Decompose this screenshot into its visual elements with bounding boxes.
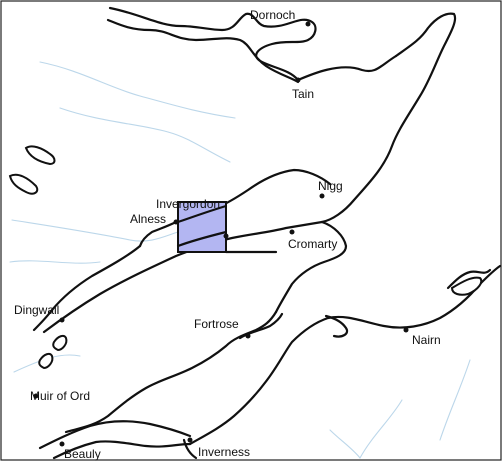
rivers [9,61,471,459]
river [11,219,179,242]
coastline-nairn [446,268,492,290]
loch [8,173,39,195]
coastline-dornoch-firth [108,6,398,82]
river [9,260,101,264]
label-inverness: Inverness [198,445,250,459]
coastline-highlight-north [176,204,228,224]
coastline-moray-south [188,264,502,446]
town-dot-cromarty[interactable] [289,229,295,235]
town-dot-nairn[interactable] [403,327,409,333]
town-dot-fortrose[interactable] [245,333,251,339]
river [59,107,231,163]
town-dot-invergordon[interactable] [223,233,229,239]
label-fortrose: Fortrose [194,317,239,331]
loch [52,334,68,352]
coastline-beauly-firth [38,420,192,450]
town-dot-dornoch[interactable] [305,21,311,27]
coastline-black-isle-south [64,310,278,434]
town-dot-dingwall[interactable] [59,317,65,323]
coastline-dornoch-south [106,18,300,84]
label-alness: Alness [130,212,166,226]
river [439,359,471,441]
town-dot-tain[interactable] [295,77,301,83]
coastline-beauly-south [52,440,192,460]
coastline-tarbat [320,12,457,224]
town-dot-alness[interactable] [173,219,179,225]
loch [38,352,54,370]
town-dot-beauly[interactable] [59,441,65,447]
coastline-inverness-mouth [182,438,198,460]
label-dingwall: Dingwall [14,303,59,317]
label-nairn: Nairn [412,333,441,347]
label-beauly: Beauly [64,447,101,461]
town-labels: Dornoch Tain Nigg Invergordon Alness Cro… [14,8,441,461]
river [39,61,236,119]
town-markers [33,21,409,447]
loch [24,145,56,166]
town-dot-muir-of-ord[interactable] [33,393,39,399]
coastline-cromarty-headland [274,220,348,314]
coastline-ardersier [324,314,349,338]
town-dot-inverness[interactable] [187,437,193,443]
river [329,429,361,459]
coastline-highlight-south [176,230,228,248]
town-dot-nigg[interactable] [319,193,325,199]
label-cromarty: Cromarty [288,237,337,251]
coastline-cromarty-inner-north [32,244,142,332]
label-invergordon: Invergordon [156,197,220,211]
label-nigg: Nigg [318,179,343,193]
coastline-fortrose [238,312,284,340]
river [359,399,403,459]
label-muir-of-ord: Muir of Ord [30,389,90,403]
label-dornoch: Dornoch [250,8,295,22]
label-tain: Tain [292,87,314,101]
loch [450,276,483,296]
